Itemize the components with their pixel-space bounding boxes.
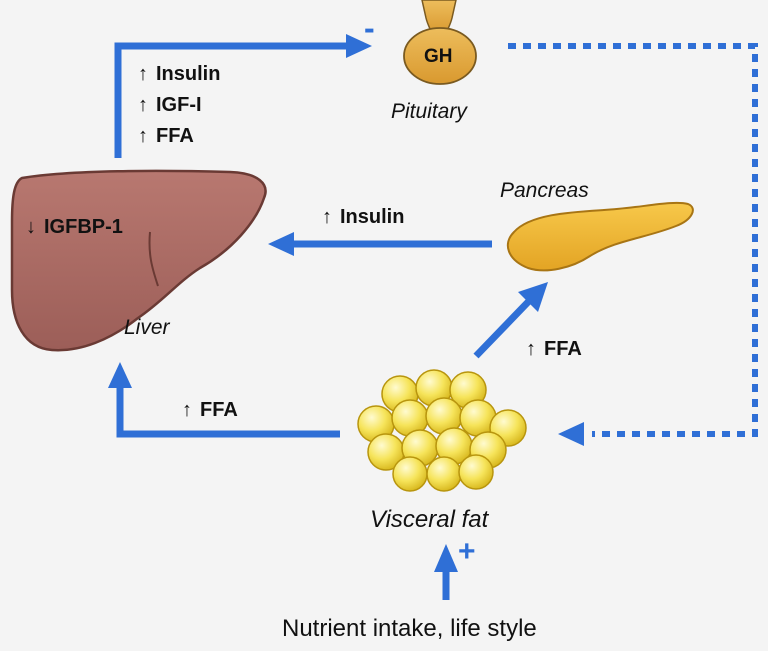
pancreas-label: Pancreas bbox=[500, 179, 589, 202]
inhibit-sign: - bbox=[364, 10, 375, 46]
signal-ffa-top: FFA bbox=[138, 126, 194, 146]
arrow-nutrient-to-fat bbox=[434, 544, 458, 600]
arrow-pancreas-to-liver bbox=[268, 232, 492, 256]
stimulate-sign: + bbox=[458, 535, 476, 568]
visceral-fat-label: Visceral fat bbox=[370, 506, 489, 533]
signal-igf-i: IGF-I bbox=[138, 95, 202, 115]
arrow-pituitary-to-fat-dotted bbox=[508, 43, 758, 446]
arrow-fat-to-liver bbox=[108, 362, 340, 438]
igfbp1-marker: IGFBP-1 bbox=[26, 217, 123, 237]
liver-label: Liver bbox=[124, 316, 170, 339]
signal-ffa-pancreas: FFA bbox=[526, 339, 582, 359]
signal-ffa-liver: FFA bbox=[182, 400, 238, 420]
pituitary-label: Pituitary bbox=[391, 100, 467, 123]
signal-insulin: Insulin bbox=[138, 64, 220, 84]
visceral-fat-cells bbox=[357, 369, 527, 492]
gh-label: GH bbox=[424, 46, 453, 67]
pituitary-gland bbox=[403, 0, 477, 85]
arrow-liver-to-pituitary bbox=[114, 34, 372, 158]
arrow-fat-to-pancreas bbox=[473, 282, 548, 359]
nutrient-intake-label: Nutrient intake, life style bbox=[282, 615, 537, 642]
pancreas-organ bbox=[506, 201, 694, 272]
signal-insulin-pancreas: Insulin bbox=[322, 207, 404, 227]
